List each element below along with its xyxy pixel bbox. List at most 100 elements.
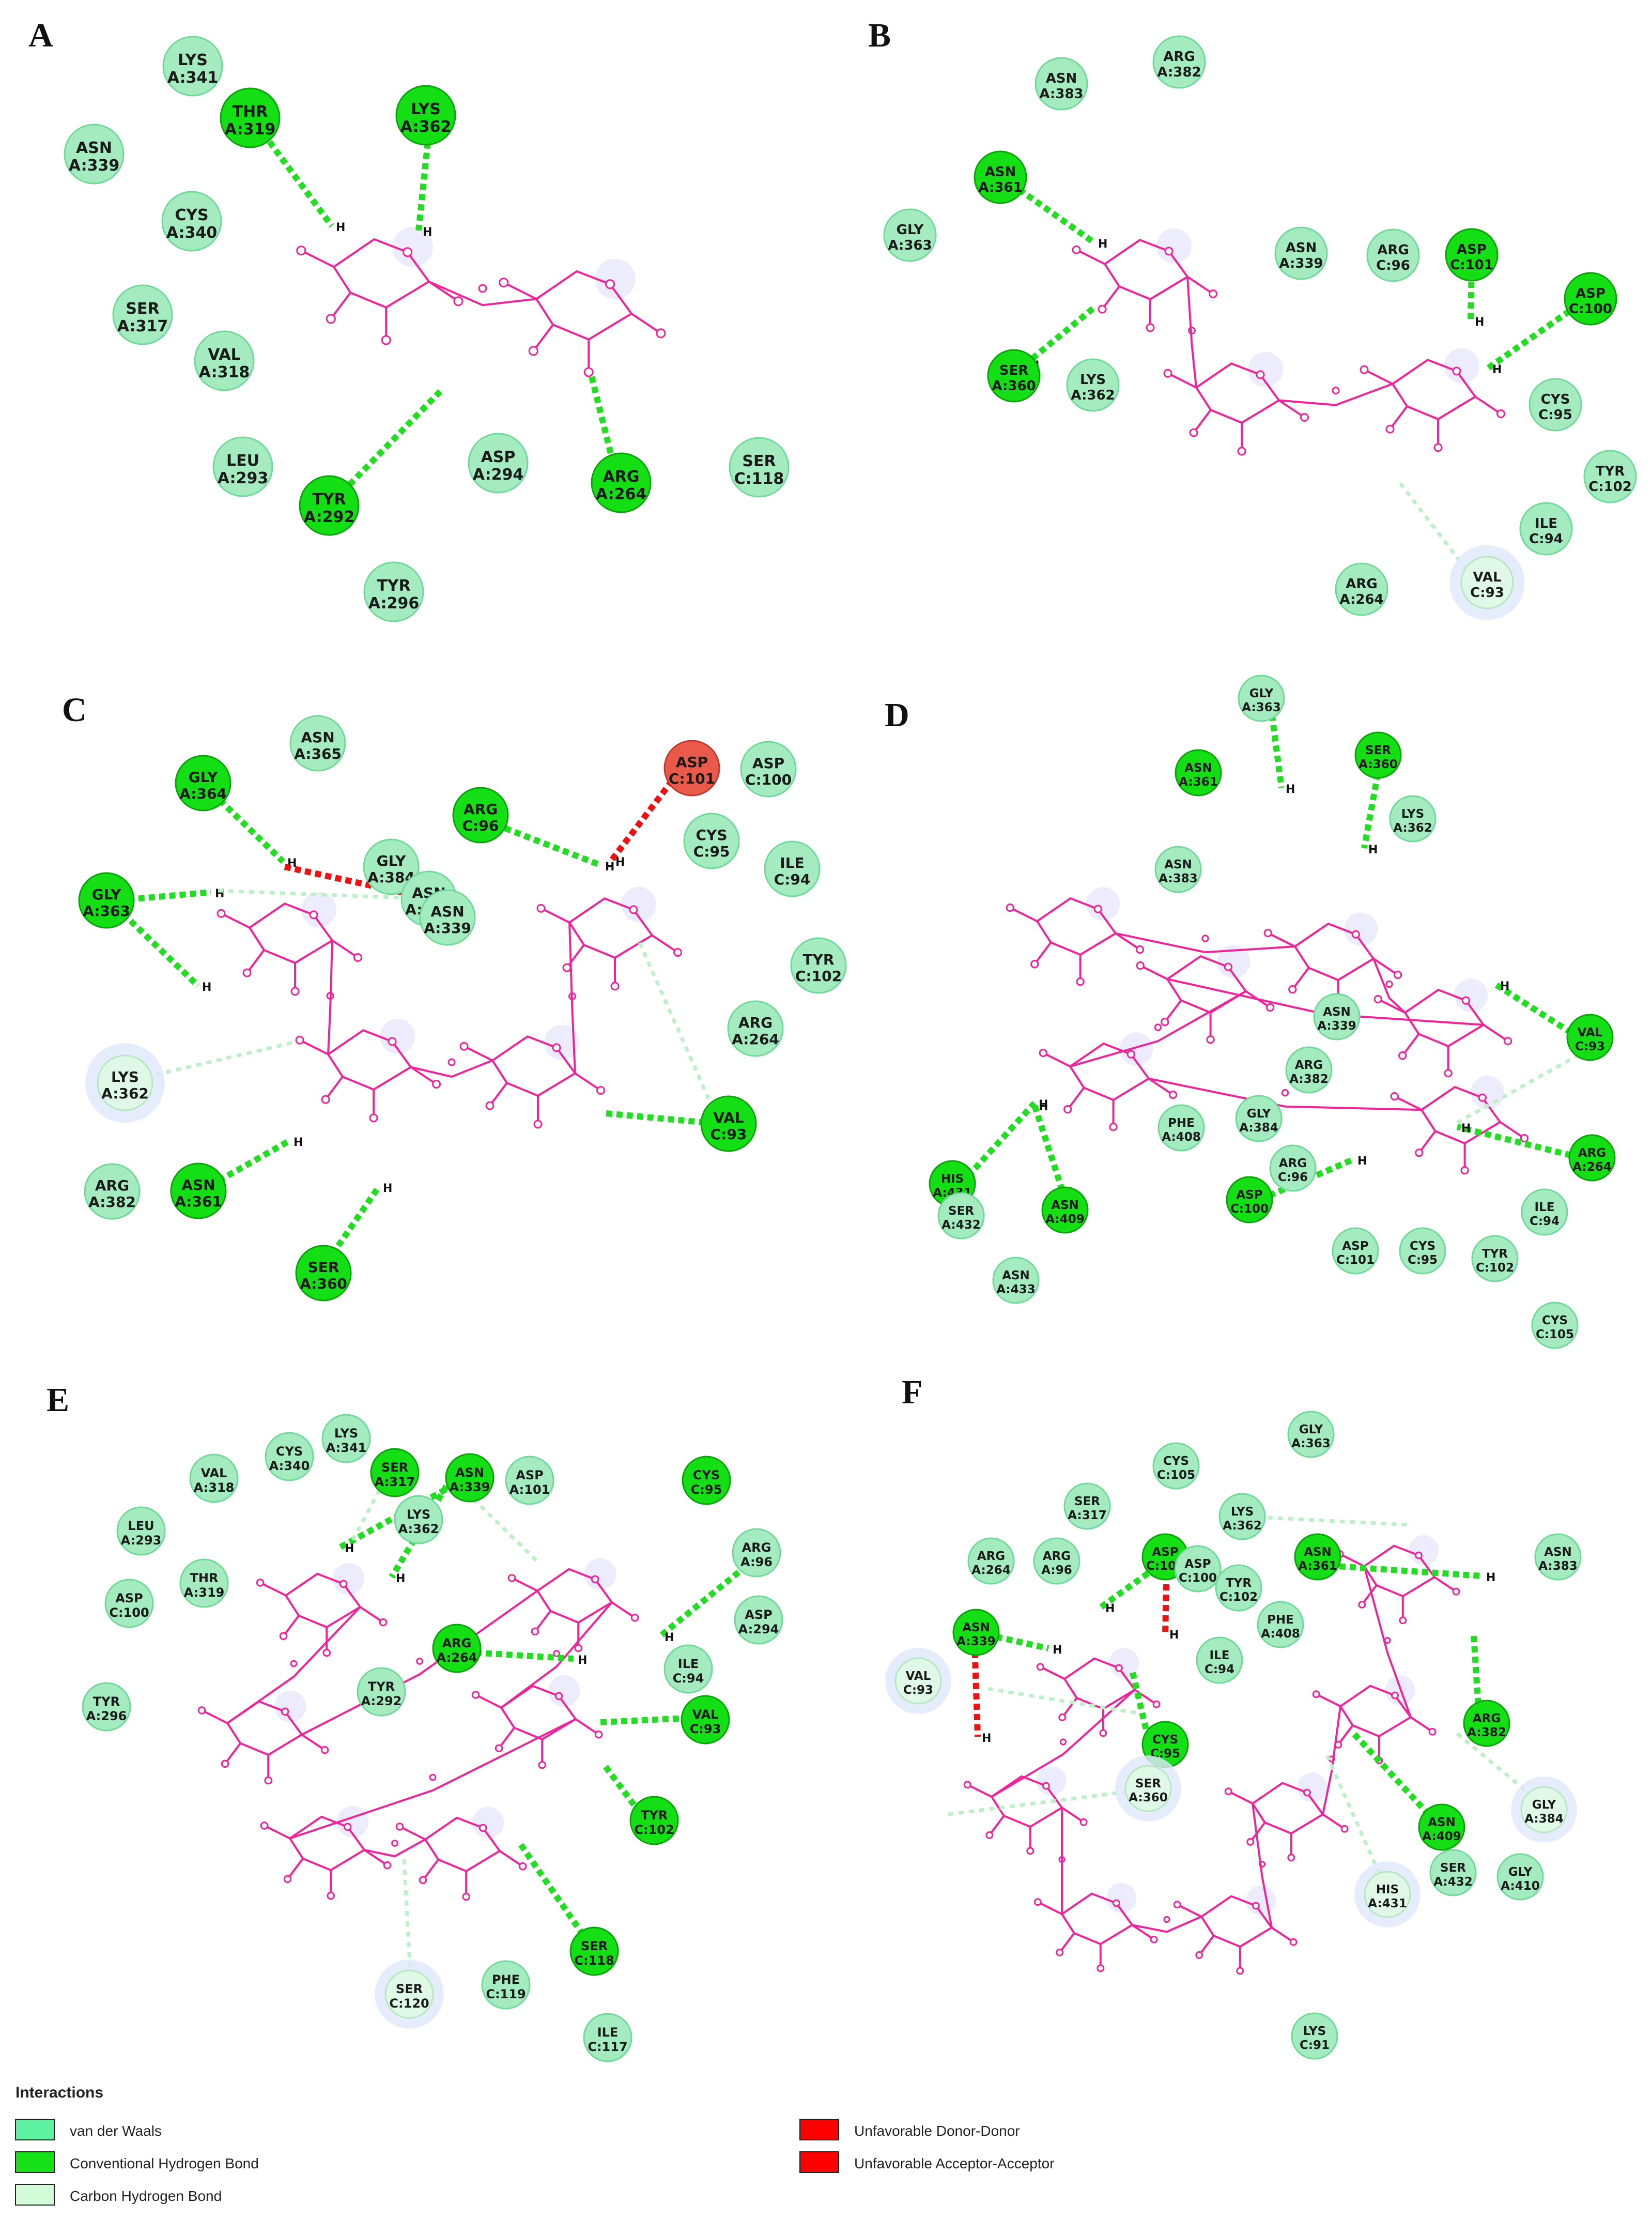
residue-id: A:292 bbox=[361, 1694, 402, 1708]
residue-name: ARG bbox=[742, 1540, 771, 1555]
hydroxyl-oxygen bbox=[379, 1618, 388, 1627]
glycosidic-linkage bbox=[1322, 1706, 1341, 1815]
legend-label-vdw: van der Waals bbox=[70, 2123, 162, 2139]
residue-id: A:341 bbox=[167, 69, 218, 87]
residue-disc bbox=[1291, 2012, 1338, 2060]
residue-disc bbox=[1519, 502, 1573, 556]
hydroxyl-oxygen bbox=[1289, 1938, 1298, 1946]
residue-disc bbox=[394, 1495, 443, 1544]
ring-oxygen bbox=[1256, 370, 1265, 379]
panel-label-f: F bbox=[902, 1373, 922, 1411]
residue-name: ASP bbox=[1236, 1188, 1262, 1202]
residue-disc bbox=[1175, 749, 1222, 797]
substituent-bond bbox=[967, 1783, 992, 1798]
ring-oxygen bbox=[388, 1037, 397, 1046]
residue-disc bbox=[295, 1245, 352, 1302]
hydroxyl-oxygen bbox=[264, 1776, 273, 1785]
hydrogen-atom-label: H bbox=[1098, 238, 1107, 251]
hydroxyl-oxygen bbox=[381, 335, 391, 345]
residue-id: A:340 bbox=[269, 1459, 310, 1473]
hydroxyl-oxygen bbox=[1056, 1948, 1064, 1956]
residue-name: PHE bbox=[1168, 1116, 1195, 1130]
substituent-bond bbox=[359, 1606, 384, 1624]
residue-id: A:319 bbox=[225, 120, 275, 139]
residue-name: ARG bbox=[1473, 1712, 1501, 1725]
residue-id: A:360 bbox=[300, 1275, 347, 1292]
panel-label-e: E bbox=[47, 1381, 69, 1419]
hydroxyl-oxygen bbox=[395, 1823, 404, 1831]
glycosidic-linkage bbox=[568, 922, 576, 1074]
glycosidic-oxygen bbox=[1281, 1089, 1289, 1097]
residue-id: A:264 bbox=[437, 1650, 477, 1665]
ring-oxygen bbox=[1461, 996, 1470, 1005]
residue-disc bbox=[967, 1537, 1015, 1585]
residue-disc bbox=[1226, 1176, 1273, 1223]
hydrogen-bond-line bbox=[600, 1715, 698, 1725]
ring-oxygen bbox=[554, 1692, 563, 1701]
residue-name: ASN bbox=[181, 1176, 215, 1193]
residue-id: A:339 bbox=[1317, 1019, 1356, 1033]
residue-disc bbox=[1564, 272, 1617, 326]
substituent-bond bbox=[489, 1082, 508, 1107]
residue-name: ASN bbox=[1051, 1199, 1079, 1212]
ring-oxygen bbox=[605, 279, 615, 289]
residue-id: C:100 bbox=[1179, 1571, 1217, 1585]
hydroxyl-oxygen bbox=[562, 963, 572, 972]
residue-name: TYR bbox=[1226, 1577, 1252, 1590]
substituent-bond bbox=[224, 1742, 241, 1765]
residue-disc bbox=[363, 561, 424, 622]
hydroxyl-oxygen bbox=[1152, 1700, 1161, 1708]
residue-disc bbox=[682, 1456, 731, 1505]
glycosidic-oxygen bbox=[1332, 387, 1340, 394]
glycosidic-oxygen bbox=[290, 1660, 298, 1667]
substituent-bond bbox=[1418, 1130, 1437, 1154]
hydrogen-bond-line bbox=[1352, 1732, 1434, 1820]
residue-disc bbox=[790, 937, 847, 994]
residue-name: SER bbox=[1440, 1861, 1466, 1875]
residue-name: ASP bbox=[745, 1608, 772, 1622]
residue-disc bbox=[384, 1969, 434, 2019]
residue-name: ASN bbox=[1428, 1816, 1456, 1829]
hydrogen-bond-line bbox=[1456, 1124, 1582, 1161]
glycosidic-linkage bbox=[1278, 382, 1393, 406]
residue-disc bbox=[683, 813, 740, 869]
hydroxyl-oxygen bbox=[1189, 428, 1198, 437]
hydrogen-atom-label: H bbox=[1053, 1644, 1062, 1657]
hydroxyl-oxygen bbox=[1398, 1051, 1407, 1060]
residue-id: A:339 bbox=[956, 1635, 995, 1648]
residue-disc bbox=[97, 1054, 153, 1111]
residue-id: A:360 bbox=[1129, 1791, 1167, 1804]
residue-name: ASP bbox=[1152, 1545, 1178, 1559]
residue-id: A:317 bbox=[1068, 1509, 1106, 1522]
hydroxyl-oxygen bbox=[1146, 323, 1155, 332]
substituent-bond bbox=[399, 1826, 426, 1841]
hydrogen-atom-label: H bbox=[423, 226, 432, 239]
residue-id: A:339 bbox=[424, 920, 471, 937]
residue-id: C:94 bbox=[1205, 1663, 1234, 1676]
residue-id: A:101 bbox=[510, 1482, 550, 1497]
residue-disc bbox=[1154, 846, 1202, 893]
residue-id: A:431 bbox=[1368, 1897, 1407, 1910]
substituent-bond bbox=[630, 313, 662, 334]
residue-disc bbox=[84, 1163, 141, 1220]
solvent-halo bbox=[1297, 1772, 1327, 1802]
residue-id: A:409 bbox=[1422, 1830, 1461, 1843]
